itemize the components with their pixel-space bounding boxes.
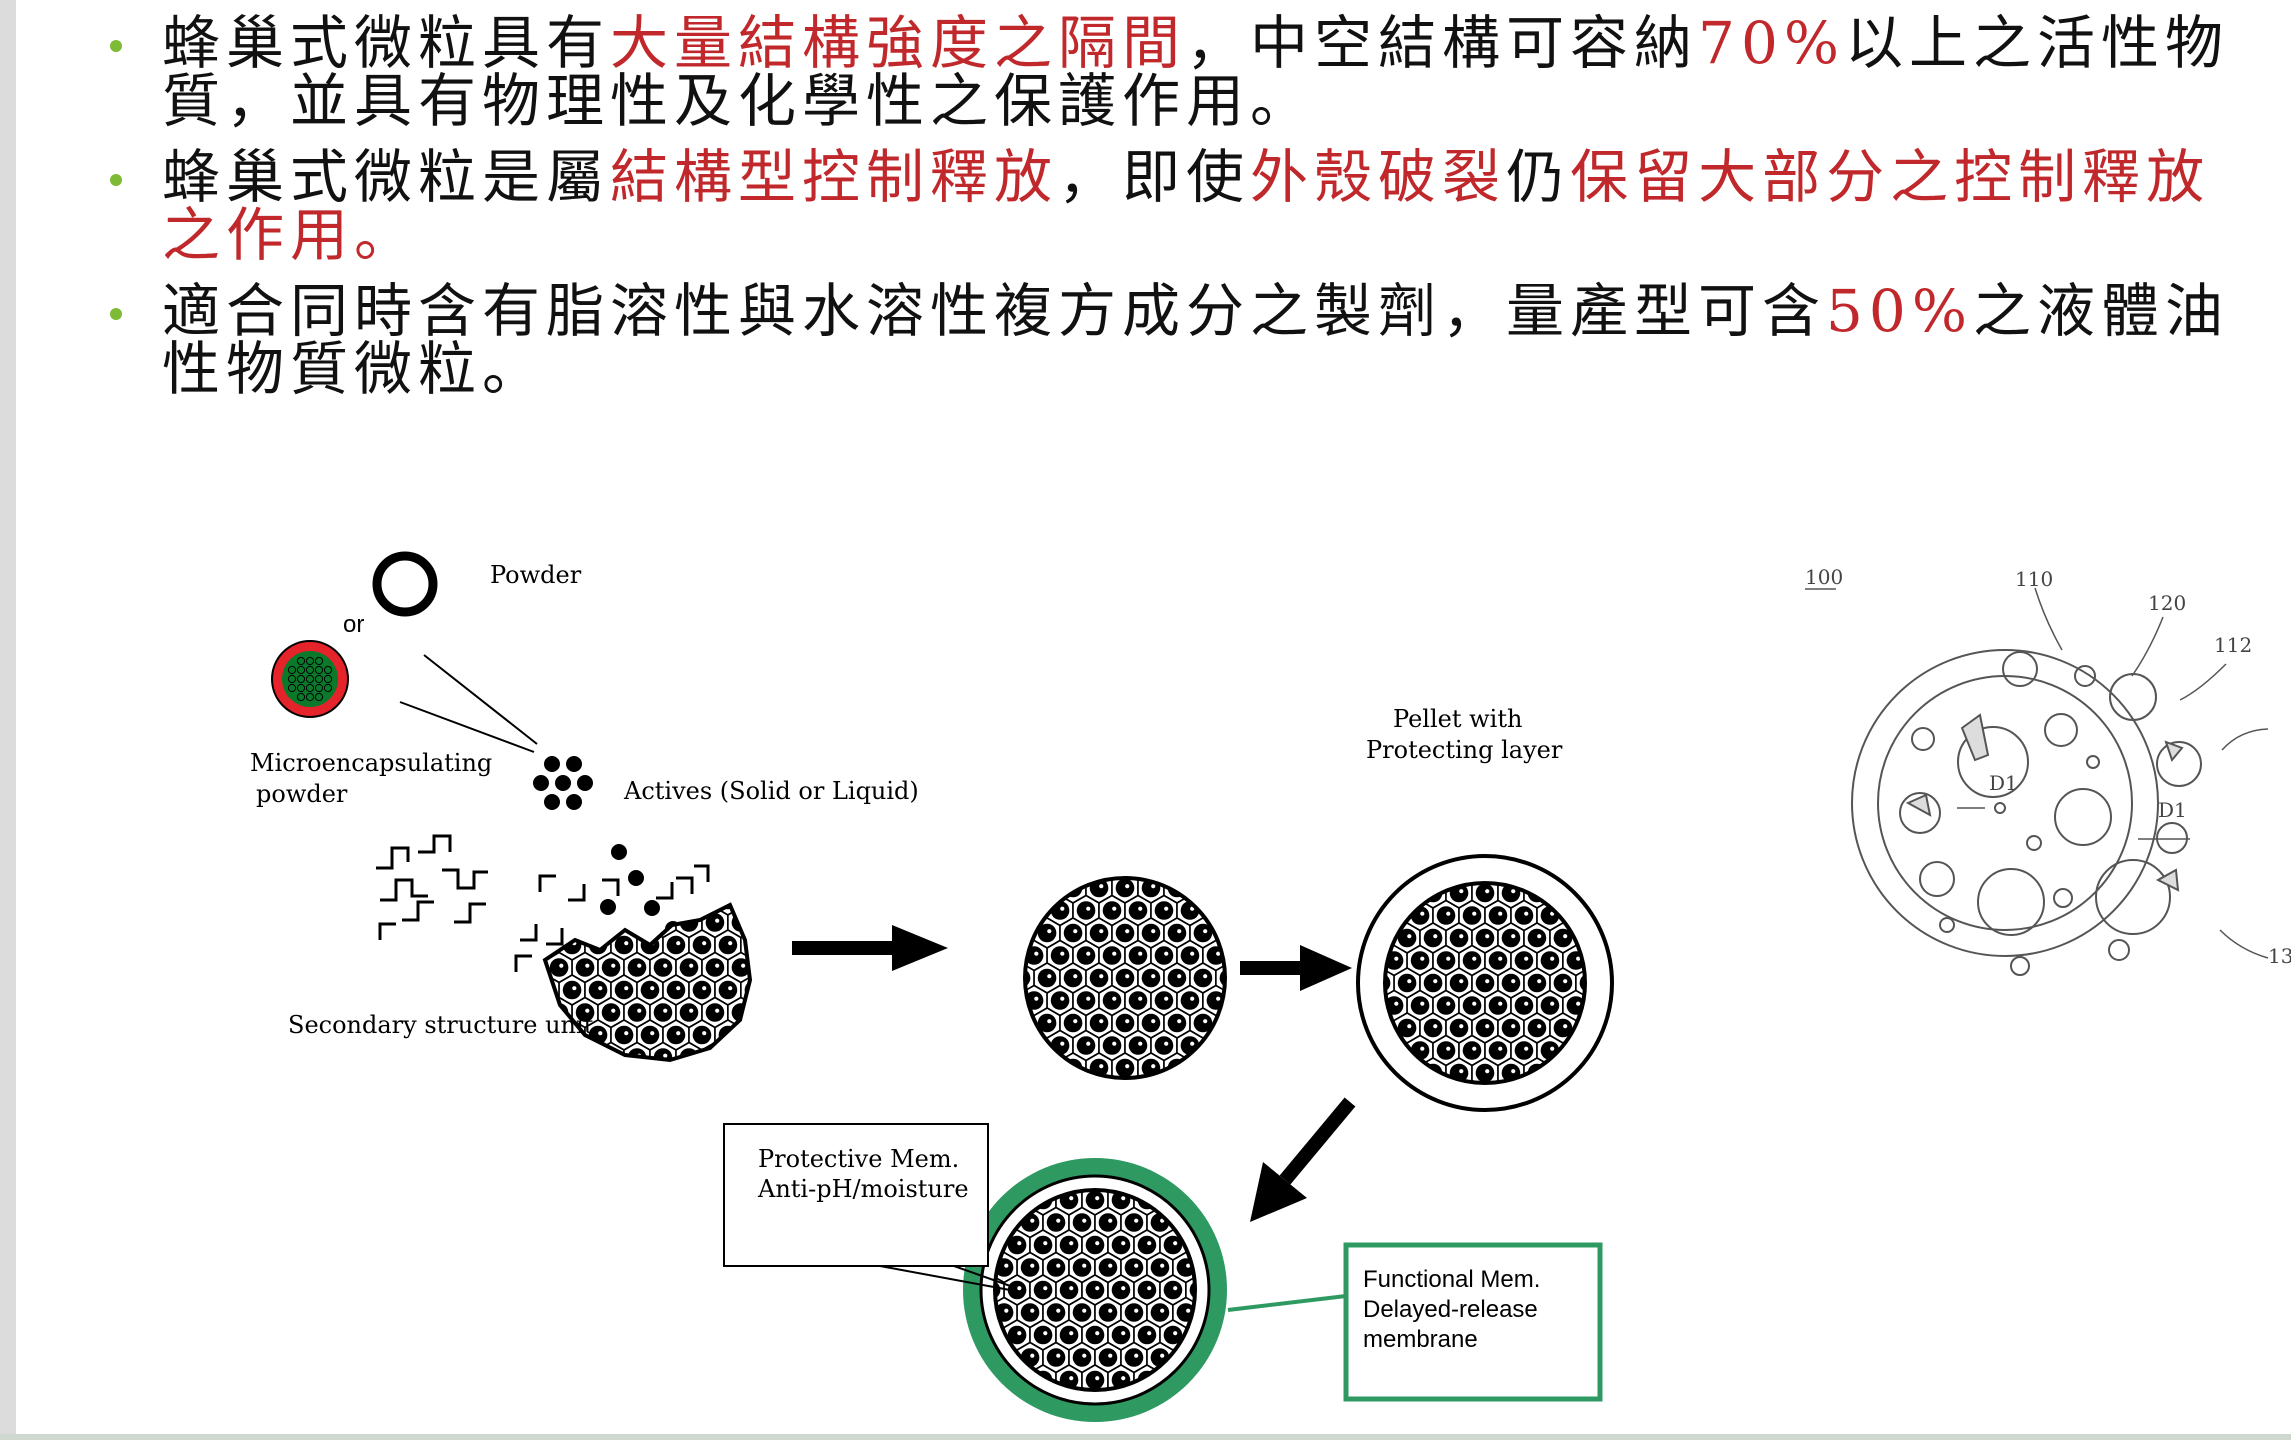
protected-pellet [1356,854,1614,1112]
arrow-right-icon [1240,945,1352,991]
microencapsulating-label-line1: Microencapsulating [250,749,492,777]
slide-bottom-bar [0,1434,2291,1440]
arrow-right-icon [792,925,948,971]
patent-ref-110: 110 [2015,567,2053,591]
powder-label: Powder [490,561,582,589]
microencapsulating-dots [287,656,333,702]
bullet-dot-icon [110,40,122,52]
bullet-segment-highlight: 外殼破裂 [1250,143,1507,211]
pellet-label-line1: Pellet with [1393,705,1522,733]
connector-line [879,1265,1011,1291]
protective-label-line1: Protective Mem. [758,1145,959,1173]
protective-membrane-box [723,1123,989,1267]
patent-figure [1851,649,2202,976]
bullet-segment: 仍 [1506,143,1571,211]
bullet-item: 適合同時含有脂溶性與水溶性複方成分之製劑，量產型可含50%之液體油性物質微粒。 [110,282,2260,398]
connector-line [399,701,535,753]
functional-label-line3: membrane [1363,1326,1478,1353]
secondary-structure-fragments [376,834,710,972]
slide-edge [0,0,16,1440]
protective-label-line2: Anti-pH/moisture [757,1175,969,1203]
bullet-segment: 之液體油性物質微粒。 [162,277,2229,403]
patent-ref-112: 112 [2214,633,2252,657]
bullet-segment: ，中空結構可容納 [1186,9,1699,77]
secondary-structure-label: Secondary structure unit [288,1011,594,1039]
connector-line [1227,1294,1347,1312]
bullet-dot-icon [110,174,122,186]
bullet-list: 蜂巢式微粒具有大量結構強度之隔間，中空結構可容納70%以上之活性物質，並具有物理… [110,14,2260,416]
bullet-segment: 適合同時含有脂溶性與水溶性複方成分之製劑，量產型可含 [162,277,1827,345]
bullet-dot-icon [110,308,122,320]
bullet-segment-highlight: 50% [1826,277,1973,345]
powder-ring-icon [372,551,438,617]
bullet-segment: 以上之活性物質，並具有物理性及化學性之保護作用。 [162,9,2229,135]
bullet-text: 蜂巢式微粒是屬結構型控制釋放，即使外殼破裂仍保留大部分之控制釋放之作用。 [162,143,2210,269]
functional-label-line1: Functional Mem. [1363,1266,1540,1293]
bullet-segment-highlight: 。 [354,201,419,269]
bullet-segment-highlight: 大量結構強度之隔間 [610,9,1187,77]
patent-ref-120: 120 [2148,591,2186,615]
patent-ref-13: 13 [2268,944,2291,968]
bullet-segment-highlight: 保留大部分之控制釋放之作用 [162,143,2211,269]
actives-label: Actives (Solid or Liquid) [623,777,919,805]
or-label: or [343,611,364,638]
patent-ref-d1-right: D1 [2158,798,2187,822]
connector-line [423,654,538,745]
bullet-item: 蜂巢式微粒具有大量結構強度之隔間，中空結構可容納70%以上之活性物質，並具有物理… [110,14,2260,130]
membrane-pellet [963,1158,1227,1422]
patent-ref-100: 100 [1805,565,1843,589]
pellet-label-line2: Protecting layer [1366,736,1563,764]
patent-leader-lines [1805,587,2269,959]
connector-line [953,1265,1017,1289]
microencapsulating-label-line2: powder [256,780,348,808]
bullet-item: 蜂巢式微粒是屬結構型控制釋放，即使外殼破裂仍保留大部分之控制釋放之作用。 [110,148,2260,264]
bullet-segment-highlight: 結構型控制釋放 [610,143,1059,211]
bullet-segment: 蜂巢式微粒具有 [162,9,611,77]
functional-membrane-box [1343,1242,1603,1402]
bullet-segment: 蜂巢式微粒是屬 [162,143,611,211]
bullet-text: 蜂巢式微粒具有大量結構強度之隔間，中空結構可容納70%以上之活性物質，並具有物理… [162,9,2229,135]
functional-label-line2: Delayed-release [1363,1296,1538,1323]
bullet-text: 適合同時含有脂溶性與水溶性複方成分之製劑，量產型可含50%之液體油性物質微粒。 [162,277,2229,403]
honeycomb-pellet [1023,876,1227,1080]
arrow-down-left-icon [1250,1097,1356,1222]
bullet-segment-highlight: 70% [1698,9,1845,77]
actives-cluster-icon [533,756,593,810]
patent-ref-d1-left: D1 [1989,771,2018,795]
bullet-segment: ，即使 [1058,143,1251,211]
